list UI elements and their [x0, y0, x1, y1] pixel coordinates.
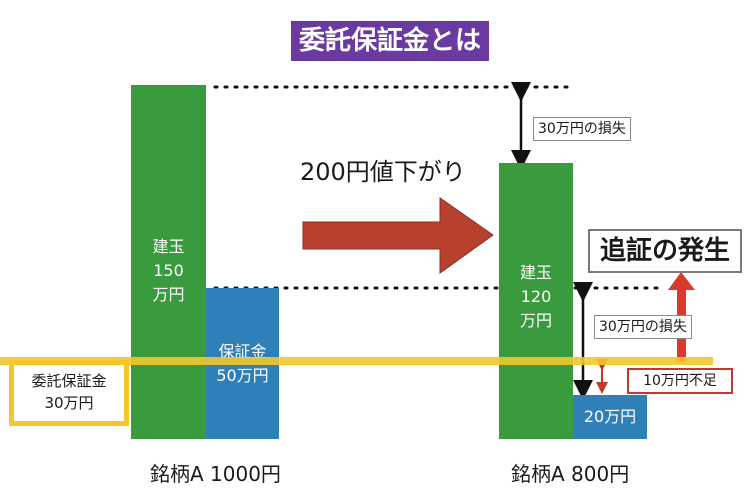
page-title: 委託保証金とは [291, 21, 490, 61]
required-margin-line-1: 委託保証金 [31, 372, 107, 390]
stock-a-position-line-1: 建玉 [152, 237, 185, 256]
margin-call-alert: 追証の発生 [588, 229, 742, 273]
decline-arrow [302, 197, 494, 274]
stock-a-position-line-3: 万円 [152, 285, 185, 304]
stock-b-position-line-3: 万円 [519, 311, 552, 330]
stock-b-remaining-label: 20万円 [583, 407, 637, 426]
required-margin-line [0, 357, 713, 365]
required-margin-box: 委託保証金 30万円 [9, 360, 129, 426]
stock-a-margin-line-1: 保証金 [218, 342, 267, 361]
shortfall-label: 10万円不足 [627, 368, 733, 394]
stock-a-position-bar: 建玉 150 万円 [131, 85, 206, 439]
decline-headline: 200円値下がり [300, 158, 466, 186]
stock-b-caption: 銘柄A 800円 [511, 462, 630, 486]
stock-b-position-line-2: 120 [520, 287, 552, 306]
stock-b-position-bar: 建玉 120 万円 [499, 163, 573, 439]
mid-loss-label: 30万円の損失 [594, 315, 692, 339]
alert-arrow-head [668, 272, 695, 290]
stock-a-caption: 銘柄A 1000円 [150, 462, 281, 486]
stock-b-remaining-bar: 20万円 [573, 395, 647, 439]
required-margin-line-2: 30万円 [44, 394, 94, 412]
top-loss-label: 30万円の損失 [533, 117, 631, 141]
stock-a-margin-line-2: 50万円 [216, 366, 269, 385]
stock-a-position-line-2: 150 [153, 261, 184, 280]
stock-b-position-line-1: 建玉 [519, 263, 552, 282]
